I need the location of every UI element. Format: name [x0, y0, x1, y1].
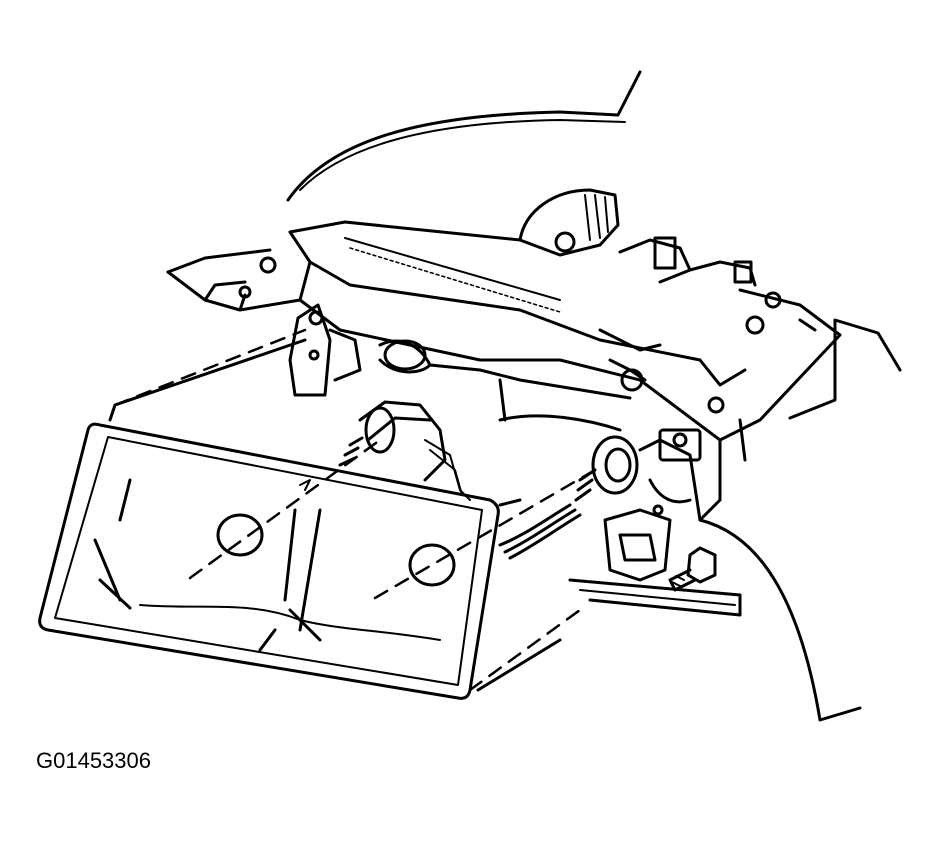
- hinge-bracket: [288, 303, 362, 397]
- high-beam-socket: [498, 435, 702, 560]
- figure-id-label: G01453306: [36, 748, 151, 773]
- lower-mount: [568, 508, 742, 617]
- upper-components: [518, 188, 757, 352]
- headlamp-lens: [38, 422, 500, 700]
- alignment-lines: [113, 328, 597, 692]
- hood-edge: [286, 70, 642, 202]
- low-beam-socket: [338, 400, 471, 501]
- wiring-harness: [378, 339, 647, 432]
- fender-edge: [698, 318, 902, 722]
- mounting-bolt-icon: [668, 546, 717, 592]
- mounting-bracket: [166, 220, 842, 522]
